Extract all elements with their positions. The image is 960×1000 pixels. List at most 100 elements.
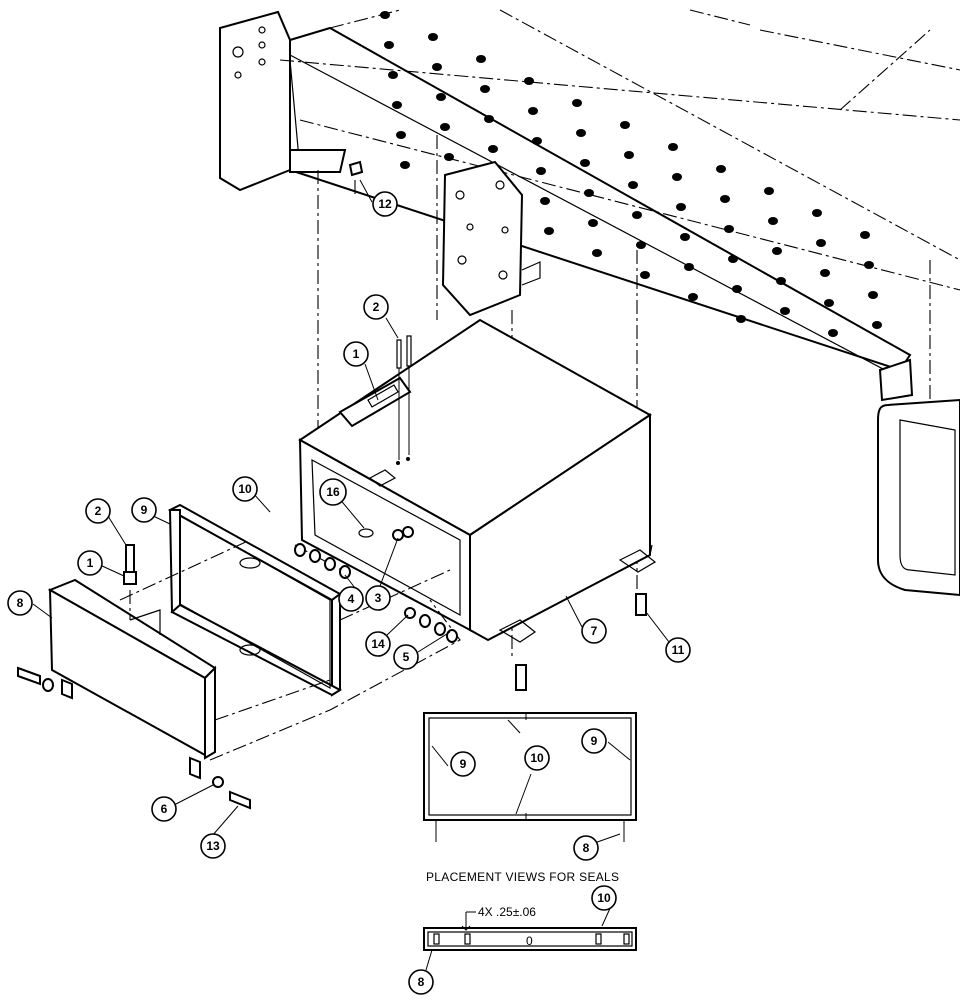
perforation-hole bbox=[392, 101, 402, 109]
cover-lid bbox=[47, 578, 217, 760]
svg-text:7: 7 bbox=[591, 624, 598, 638]
dimension-note: 4X .25±.06 bbox=[478, 905, 536, 919]
perforation-hole bbox=[484, 115, 494, 123]
perforation-hole bbox=[724, 225, 734, 233]
perforation-hole bbox=[728, 255, 738, 263]
balloon-10-top: 10 bbox=[232, 476, 258, 502]
perforation-hole bbox=[672, 173, 682, 181]
perforation-hole bbox=[388, 71, 398, 79]
balloon-8-bottom: 8 bbox=[408, 969, 434, 995]
perforation-hole bbox=[488, 145, 498, 153]
balloon-16: 16 bbox=[319, 478, 347, 506]
svg-text:16: 16 bbox=[326, 485, 340, 499]
svg-text:3: 3 bbox=[375, 591, 382, 605]
perforation-hole bbox=[400, 161, 410, 169]
svg-text:10: 10 bbox=[597, 891, 611, 905]
svg-text:2: 2 bbox=[95, 504, 102, 518]
perforation-hole bbox=[532, 137, 542, 145]
svg-text:9: 9 bbox=[460, 757, 467, 771]
balloon-2-top: 2 bbox=[363, 294, 389, 320]
perforation-hole bbox=[824, 299, 834, 307]
balloon-4: 4 bbox=[338, 586, 364, 612]
perforation-hole bbox=[816, 239, 826, 247]
svg-text:14: 14 bbox=[371, 637, 385, 651]
seal-mark: 0 bbox=[526, 934, 533, 948]
seal-frame bbox=[167, 503, 342, 697]
balloon-7: 7 bbox=[581, 618, 607, 644]
perforation-hole bbox=[572, 99, 582, 107]
perforation-hole bbox=[576, 129, 586, 137]
placement-caption: PLACEMENT VIEWS FOR SEALS bbox=[426, 870, 619, 884]
perforation-hole bbox=[540, 197, 550, 205]
perforation-hole bbox=[640, 271, 650, 279]
balloon-2-left: 2 bbox=[85, 498, 111, 524]
balloon-12: 12 bbox=[372, 191, 398, 217]
perforation-hole bbox=[636, 241, 646, 249]
balloon-9-view-left: 9 bbox=[450, 751, 476, 777]
svg-text:12: 12 bbox=[378, 197, 392, 211]
svg-text:8: 8 bbox=[418, 975, 425, 989]
perforation-hole bbox=[544, 227, 554, 235]
svg-text:11: 11 bbox=[672, 643, 685, 657]
placement-view-front bbox=[423, 712, 637, 847]
perforation-hole bbox=[768, 217, 778, 225]
perforation-holes bbox=[380, 11, 882, 337]
perforation-hole bbox=[624, 151, 634, 159]
svg-text:8: 8 bbox=[17, 596, 24, 610]
perforation-hole bbox=[868, 291, 878, 299]
perforation-hole bbox=[432, 63, 442, 71]
perforation-hole bbox=[820, 269, 830, 277]
perforation-hole bbox=[872, 321, 882, 329]
placement-view-side bbox=[423, 903, 637, 971]
svg-text:9: 9 bbox=[591, 734, 598, 748]
perforation-hole bbox=[864, 261, 874, 269]
perforation-hole bbox=[676, 203, 686, 211]
svg-text:4: 4 bbox=[348, 592, 355, 606]
balloon-1-left: 1 bbox=[77, 550, 103, 576]
perforation-hole bbox=[428, 33, 438, 41]
perforated-beam bbox=[289, 11, 914, 402]
balloon-9-left: 9 bbox=[131, 497, 157, 523]
perforation-hole bbox=[440, 123, 450, 131]
perforation-hole bbox=[716, 165, 726, 173]
balloon-1-top: 1 bbox=[343, 341, 369, 367]
perforation-hole bbox=[632, 211, 642, 219]
perforation-hole bbox=[480, 85, 490, 93]
bolts-top bbox=[396, 335, 412, 460]
perforation-hole bbox=[528, 107, 538, 115]
perforation-hole bbox=[580, 159, 590, 167]
perforation-hole bbox=[620, 121, 630, 129]
perforation-hole bbox=[828, 329, 838, 337]
perforation-hole bbox=[628, 181, 638, 189]
svg-text:10: 10 bbox=[530, 751, 544, 765]
mounting-plate bbox=[441, 160, 541, 317]
perforation-hole bbox=[536, 167, 546, 175]
hardware-bolts bbox=[17, 544, 647, 810]
hardware-washers bbox=[294, 160, 458, 643]
perforation-hole bbox=[772, 247, 782, 255]
perforation-hole bbox=[776, 277, 786, 285]
perforation-hole bbox=[592, 249, 602, 257]
perforation-hole bbox=[684, 263, 694, 271]
balloon-10-view: 10 bbox=[524, 745, 550, 771]
perforation-hole bbox=[688, 293, 698, 301]
perforation-hole bbox=[780, 307, 790, 315]
perforation-hole bbox=[720, 195, 730, 203]
side-panel bbox=[877, 398, 960, 597]
leader-lines bbox=[32, 179, 670, 837]
perforation-hole bbox=[396, 131, 406, 139]
perforation-hole bbox=[736, 315, 746, 323]
svg-text:8: 8 bbox=[583, 841, 590, 855]
perforation-hole bbox=[384, 41, 394, 49]
perforation-hole bbox=[524, 77, 534, 85]
balloon-14: 14 bbox=[365, 631, 391, 657]
perforation-hole bbox=[668, 143, 678, 151]
perforation-hole bbox=[476, 55, 486, 63]
frame-bracket bbox=[219, 10, 291, 192]
svg-text:1: 1 bbox=[87, 556, 94, 570]
svg-text:13: 13 bbox=[206, 839, 220, 853]
balloon-3: 3 bbox=[365, 585, 391, 611]
svg-text:5: 5 bbox=[403, 650, 410, 664]
svg-text:9: 9 bbox=[141, 503, 148, 517]
